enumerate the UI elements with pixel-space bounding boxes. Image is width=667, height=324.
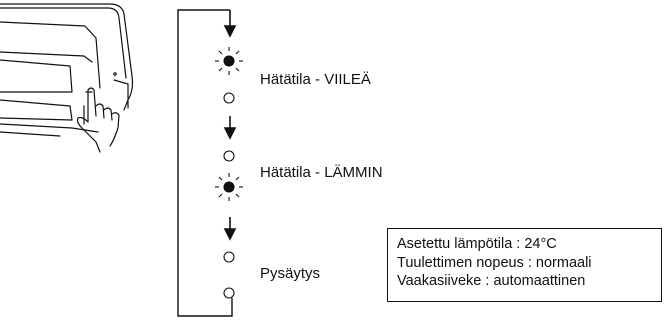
info-line-fan-speed: Tuulettimen nopeus : normaali (397, 254, 592, 271)
led-off-icon (223, 150, 235, 162)
cycle-loop (177, 9, 233, 317)
led-blinking-icon (215, 173, 243, 201)
arrow-down-icon (223, 10, 237, 38)
arrow-down-icon (223, 217, 237, 241)
led-off-icon (223, 287, 235, 299)
hand-icon (76, 87, 120, 153)
led-off-icon (223, 92, 235, 104)
arrow-down-icon (223, 116, 237, 140)
led-off-icon (223, 251, 235, 263)
indoor-unit-illustration (0, 3, 134, 153)
info-line-temperature: Asetettu lämpötila : 24°C (397, 236, 557, 252)
info-line-louver: Vaakasiiveke : automaattinen (397, 273, 586, 289)
step-label-stop: Pysäytys (260, 265, 321, 282)
led-blinking-icon (215, 47, 243, 75)
step-label-heat: Hätätila - LÄMMIN (260, 164, 383, 181)
settings-info-box: Asetettu lämpötila : 24°C Tuulettimen no… (387, 228, 662, 302)
step-label-cool: Hätätila - VIILEÄ (260, 71, 371, 88)
